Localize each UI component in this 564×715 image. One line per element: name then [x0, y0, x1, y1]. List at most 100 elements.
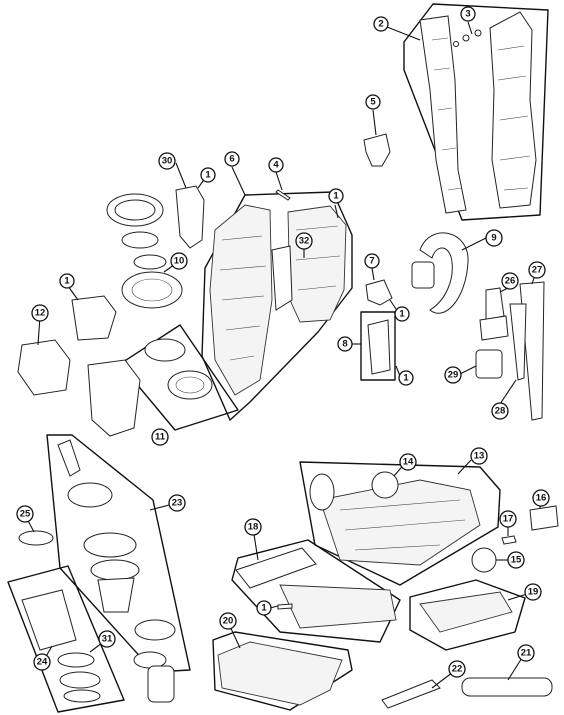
callout-2: 2 — [373, 16, 389, 32]
part-4-screw — [275, 189, 291, 201]
svg-text:5: 5 — [370, 97, 376, 108]
svg-text:1: 1 — [333, 191, 339, 202]
part-1-left-filter — [71, 295, 117, 341]
part-16-brush — [529, 505, 559, 531]
callout-24: 24 — [33, 653, 51, 671]
body-housing-part — [209, 204, 347, 396]
svg-text:9: 9 — [491, 233, 496, 244]
svg-text:18: 18 — [248, 522, 259, 533]
handle-part — [419, 11, 537, 214]
callout-30: 30 — [158, 152, 176, 170]
callouts: 1 1 1 1 1 1 2 3 4 5 6 7 8 9 10 11 12 13 … — [16, 6, 550, 678]
callout-32: 32 — [295, 232, 313, 250]
callout-26: 26 — [501, 272, 519, 290]
callout-25: 25 — [16, 505, 34, 523]
group-outline-8 — [360, 311, 396, 381]
wand-tools-part — [475, 281, 545, 421]
svg-text:21: 21 — [521, 648, 532, 659]
callout-12: 12 — [31, 304, 49, 322]
part-21-brushroll — [461, 677, 553, 697]
part-17-screws — [501, 535, 517, 545]
callout-16: 16 — [532, 489, 550, 507]
callout-18: 18 — [244, 518, 262, 536]
svg-text:12: 12 — [35, 308, 46, 319]
callout-10: 10 — [170, 252, 188, 270]
svg-text:8: 8 — [342, 339, 347, 350]
callout-19: 19 — [524, 583, 542, 601]
group-outlines — [7, 3, 549, 713]
svg-text:1: 1 — [261, 603, 267, 614]
callout-23: 23 — [168, 494, 186, 512]
svg-text:20: 20 — [223, 616, 234, 627]
callout-11: 11 — [151, 428, 169, 446]
svg-text:10: 10 — [174, 256, 185, 267]
callout-5: 5 — [365, 94, 381, 110]
svg-text:19: 19 — [528, 587, 539, 598]
svg-text:30: 30 — [162, 156, 173, 167]
dust-bin-part — [87, 359, 141, 437]
svg-text:25: 25 — [20, 509, 31, 520]
group-outline-nozzle — [231, 539, 401, 643]
callout-1-f: 1 — [256, 600, 272, 616]
svg-text:23: 23 — [172, 498, 183, 509]
part-25-pad — [18, 530, 54, 546]
callout-1-a: 1 — [200, 167, 216, 183]
svg-text:16: 16 — [536, 493, 547, 504]
svg-text:3: 3 — [465, 9, 470, 20]
svg-text:28: 28 — [495, 406, 506, 417]
part-8-latch — [367, 319, 391, 375]
part-15-wheel — [471, 547, 497, 573]
part-30-bracket — [175, 185, 205, 249]
callout-1-d: 1 — [394, 306, 410, 322]
svg-text:7: 7 — [369, 256, 374, 267]
nozzle-part — [235, 547, 397, 629]
callout-7: 7 — [364, 253, 380, 269]
callout-28: 28 — [491, 402, 509, 420]
callout-29: 29 — [444, 366, 462, 384]
filter-part — [21, 589, 101, 703]
callout-1-e: 1 — [398, 370, 414, 386]
svg-text:31: 31 — [102, 634, 113, 645]
cyclone-top-part — [106, 193, 183, 309]
callout-13: 13 — [470, 447, 488, 465]
callout-3: 3 — [460, 6, 476, 22]
svg-text:24: 24 — [37, 657, 48, 668]
callout-31: 31 — [98, 630, 116, 648]
part-3-fittings — [453, 29, 482, 47]
svg-text:32: 32 — [299, 236, 310, 247]
part-7-valve — [365, 279, 393, 306]
part-illustrations — [17, 11, 559, 709]
svg-text:1: 1 — [399, 309, 405, 320]
svg-text:11: 11 — [155, 432, 166, 443]
svg-text:4: 4 — [273, 160, 279, 171]
svg-text:15: 15 — [511, 555, 522, 566]
svg-text:22: 22 — [452, 664, 463, 675]
svg-text:1: 1 — [205, 170, 211, 181]
part-1-screw-nozzle — [277, 603, 293, 610]
svg-text:1: 1 — [64, 276, 70, 287]
bottom-plate-part — [217, 641, 343, 706]
callout-14: 14 — [399, 453, 417, 471]
callout-21: 21 — [517, 644, 535, 662]
svg-text:26: 26 — [505, 276, 516, 287]
svg-text:29: 29 — [448, 370, 459, 381]
group-outline-body — [201, 191, 353, 421]
svg-text:14: 14 — [403, 457, 414, 468]
part-22-belt — [381, 679, 441, 709]
callout-15: 15 — [507, 551, 525, 569]
callout-8: 8 — [337, 336, 353, 352]
group-outline-bottom-plate — [212, 631, 353, 711]
svg-text:2: 2 — [378, 19, 383, 30]
callout-27: 27 — [528, 261, 546, 279]
callout-4: 4 — [268, 157, 284, 173]
part-5-clip — [363, 133, 391, 167]
callout-6: 6 — [224, 151, 240, 167]
cyclone-assembly-part — [57, 439, 176, 703]
group-outline-19 — [409, 579, 526, 651]
group-outline-handle — [403, 3, 549, 221]
filter-ring-part — [144, 338, 213, 400]
callout-9: 9 — [485, 229, 503, 247]
group-outline-filter — [119, 324, 239, 431]
svg-text:27: 27 — [532, 265, 543, 276]
